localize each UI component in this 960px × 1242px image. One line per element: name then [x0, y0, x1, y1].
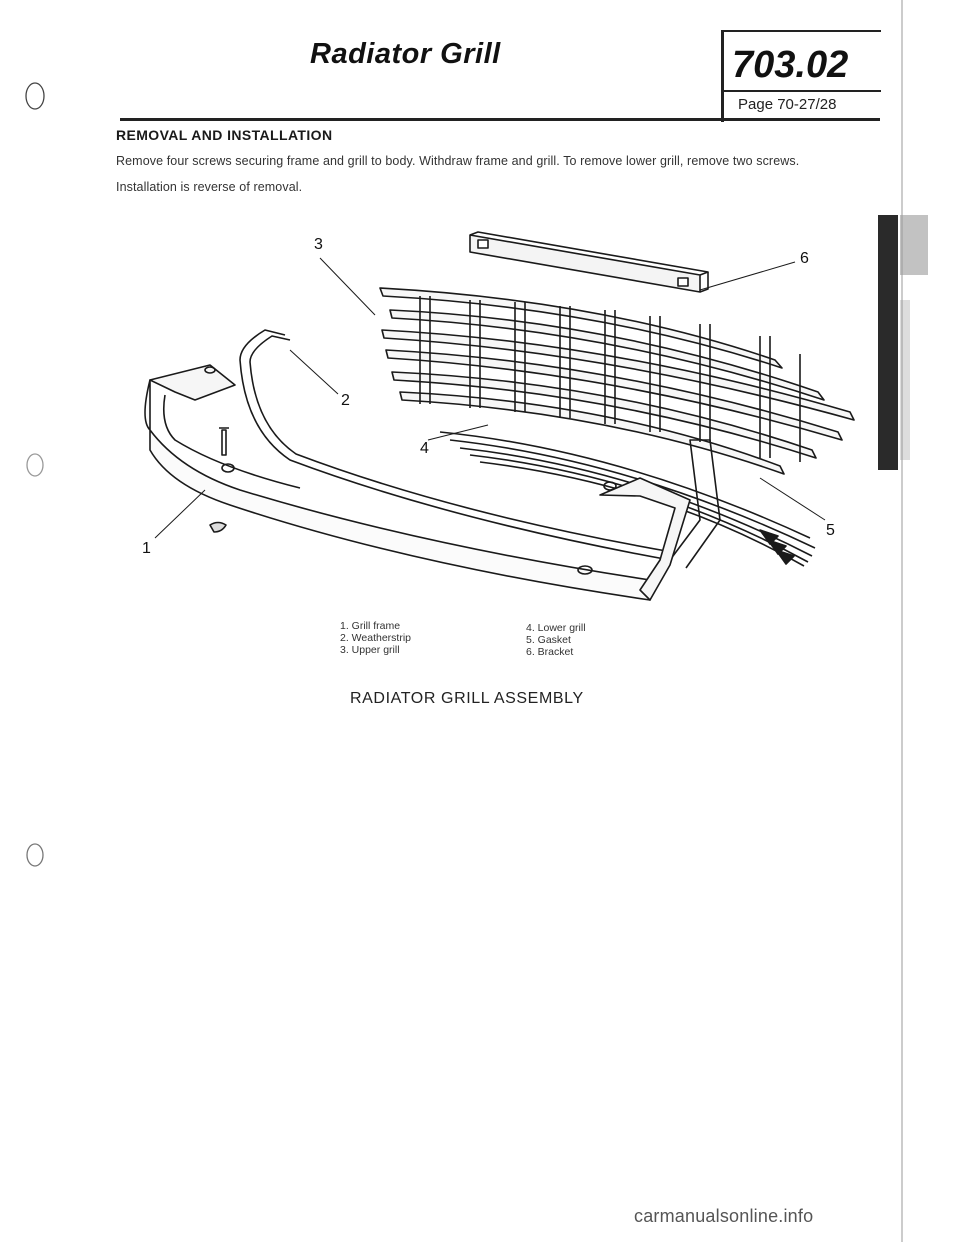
bracket-part [469, 231, 709, 293]
figure-caption: RADIATOR GRILL ASSEMBLY [350, 690, 584, 707]
legend-item: 6. Bracket [526, 646, 574, 658]
callout-5: 5 [826, 522, 835, 539]
legend-item: 4. Lower grill [526, 622, 586, 634]
binder-hole-bottom [26, 843, 44, 867]
page-reference: Page 70-27/28 [738, 96, 837, 113]
binder-hole-middle [26, 453, 44, 477]
grill-frame-part [144, 364, 691, 601]
watermark-text: carmanualsonline.info [634, 1206, 814, 1226]
header-bottom-rule [120, 118, 880, 121]
callout-3: 3 [314, 236, 323, 253]
legend-item: 3. Upper grill [340, 644, 400, 656]
callout-6: 6 [800, 250, 809, 267]
weatherstrip-part [239, 329, 721, 569]
callout-2: 2 [341, 392, 350, 409]
legend-item: 1. Grill frame [340, 620, 401, 632]
section-heading: REMOVAL AND INSTALLATION [116, 127, 333, 143]
removal-instructions: Remove four screws securing frame and gr… [116, 154, 800, 168]
legend-item: 5. Gasket [526, 634, 571, 646]
section-number: 703.02 [732, 44, 849, 86]
callout-1: 1 [142, 540, 151, 557]
header-top-rule [721, 30, 881, 32]
header-vertical-rule [721, 30, 724, 122]
legend-item: 2. Weatherstrip [340, 632, 412, 644]
installation-note: Installation is reverse of removal. [116, 180, 303, 194]
legend-column-left: 1. Grill frame 2. Weatherstrip 3. Upper … [340, 620, 411, 656]
legend-column-right: 4. Lower grill 5. Gasket 6. Bracket [526, 622, 586, 658]
header-mid-rule [721, 90, 881, 92]
page-title: Radiator Grill [310, 38, 501, 70]
callout-leaders [154, 257, 826, 539]
right-edge-tab [878, 0, 928, 1242]
callout-4: 4 [420, 440, 429, 457]
upper-grill-part [379, 287, 855, 475]
binder-hole-top [25, 82, 45, 110]
